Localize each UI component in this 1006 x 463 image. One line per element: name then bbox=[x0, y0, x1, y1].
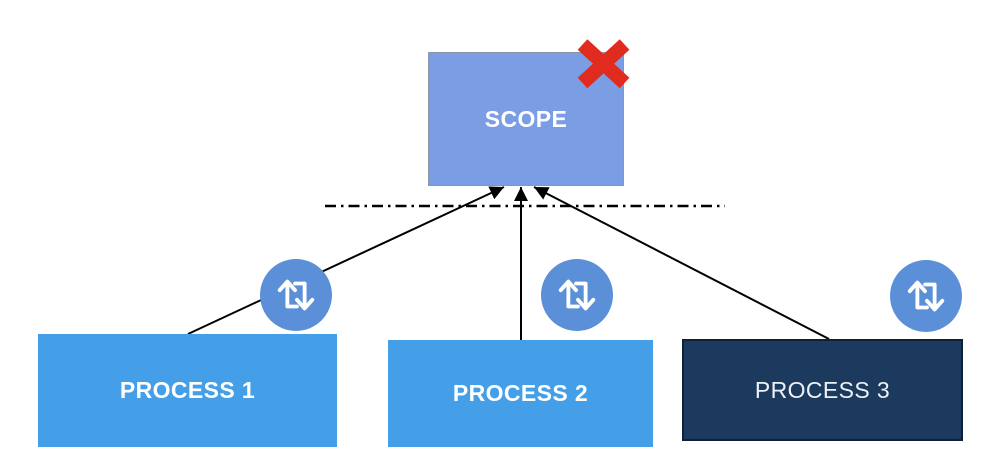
process-1-label: PROCESS 1 bbox=[119, 377, 256, 403]
repeat-icon bbox=[907, 280, 945, 312]
process-1-box: PROCESS 1 bbox=[38, 334, 337, 447]
repeat-icon bbox=[558, 279, 596, 311]
process-1-loop-badge bbox=[260, 259, 332, 331]
process-2-box: PROCESS 2 bbox=[388, 340, 653, 447]
process-3-loop-badge bbox=[890, 260, 962, 332]
process-3-box: PROCESS 3 bbox=[682, 339, 963, 441]
scope-label: SCOPE bbox=[484, 105, 568, 132]
arrow-process1-to-scope bbox=[187, 186, 505, 335]
arrow-process3-to-scope bbox=[533, 186, 830, 340]
red-cross-icon bbox=[577, 39, 630, 89]
process-2-label: PROCESS 2 bbox=[452, 380, 589, 406]
repeat-icon bbox=[277, 279, 315, 311]
process-2-loop-badge bbox=[541, 259, 613, 331]
process-3-label: PROCESS 3 bbox=[754, 376, 891, 403]
